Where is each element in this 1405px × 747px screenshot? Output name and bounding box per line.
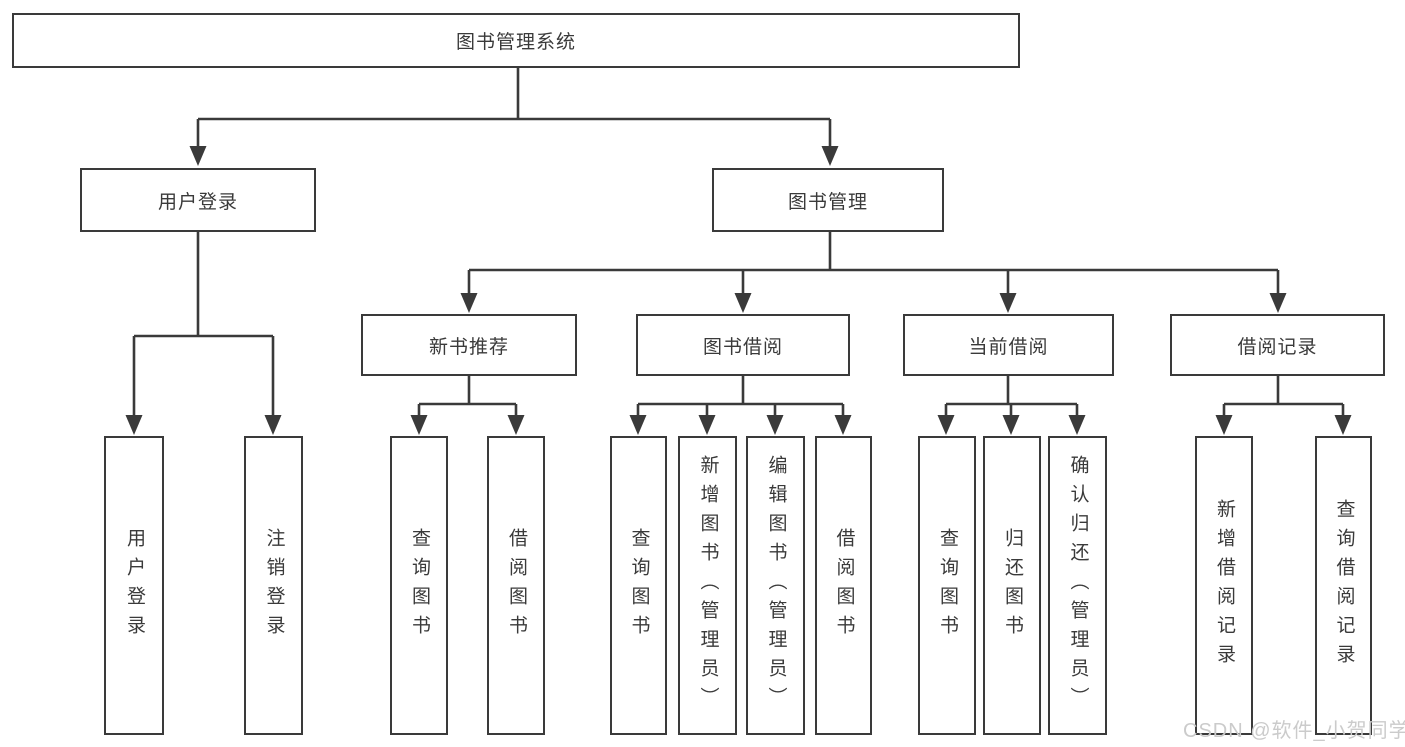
node-leaf-query-books-current: 查询图书 bbox=[918, 436, 976, 735]
node-leaf-add-borrow-record: 新增借阅记录 bbox=[1195, 436, 1253, 735]
node-leaf-edit-books-admin-label: 编辑图书（管理员） bbox=[765, 455, 787, 716]
node-user-login-module-label: 用户登录 bbox=[157, 191, 238, 213]
arrowheads bbox=[125, 146, 1352, 435]
node-leaf-add-books-admin-label: 新增图书（管理员） bbox=[697, 455, 719, 716]
node-leaf-query-books-current-label: 查询图书 bbox=[936, 527, 958, 644]
node-leaf-confirm-return-admin-label: 确认归还（管理员） bbox=[1067, 455, 1089, 716]
node-user-login-module: 用户登录 bbox=[80, 168, 316, 232]
node-leaf-borrow-books-label: 借阅图书 bbox=[833, 527, 855, 644]
node-leaf-user-login: 用户登录 bbox=[104, 436, 164, 735]
node-leaf-query-books-borrow: 查询图书 bbox=[610, 436, 667, 735]
csdn-watermark: CSDN @软件_小贺同学 bbox=[1183, 720, 1405, 742]
node-leaf-confirm-return-admin: 确认归还（管理员） bbox=[1048, 436, 1107, 735]
node-library-system: 图书管理系统 bbox=[12, 13, 1020, 68]
node-current-borrowing-label: 当前借阅 bbox=[968, 336, 1049, 358]
node-leaf-add-books-admin: 新增图书（管理员） bbox=[678, 436, 737, 735]
node-leaf-borrow-books-recommend-label: 借阅图书 bbox=[505, 527, 527, 644]
node-leaf-user-login-label: 用户登录 bbox=[123, 527, 145, 644]
node-leaf-query-books-borrow-label: 查询图书 bbox=[628, 527, 650, 644]
node-book-borrowing: 图书借阅 bbox=[636, 314, 850, 376]
node-borrowing-records-label: 借阅记录 bbox=[1237, 336, 1318, 358]
node-book-management-label: 图书管理 bbox=[787, 191, 868, 213]
node-leaf-return-books-label: 归还图书 bbox=[1001, 527, 1023, 644]
node-current-borrowing: 当前借阅 bbox=[903, 314, 1114, 376]
node-book-borrowing-label: 图书借阅 bbox=[702, 336, 783, 358]
node-leaf-query-borrow-record-label: 查询借阅记录 bbox=[1333, 498, 1355, 673]
node-leaf-query-books-recommend-label: 查询图书 bbox=[408, 527, 430, 644]
node-book-management: 图书管理 bbox=[712, 168, 944, 232]
node-leaf-query-books-recommend: 查询图书 bbox=[390, 436, 448, 735]
node-leaf-add-borrow-record-label: 新增借阅记录 bbox=[1213, 498, 1235, 673]
node-library-system-label: 图书管理系统 bbox=[455, 32, 576, 53]
node-leaf-logout-label: 注销登录 bbox=[263, 527, 285, 644]
node-leaf-return-books: 归还图书 bbox=[983, 436, 1041, 735]
node-borrowing-records: 借阅记录 bbox=[1170, 314, 1385, 376]
node-leaf-borrow-books: 借阅图书 bbox=[815, 436, 872, 735]
node-leaf-edit-books-admin: 编辑图书（管理员） bbox=[746, 436, 805, 735]
node-leaf-borrow-books-recommend: 借阅图书 bbox=[487, 436, 545, 735]
node-new-book-recommendation-label: 新书推荐 bbox=[428, 336, 509, 358]
node-new-book-recommendation: 新书推荐 bbox=[361, 314, 577, 376]
node-leaf-query-borrow-record: 查询借阅记录 bbox=[1315, 436, 1372, 735]
node-leaf-logout: 注销登录 bbox=[244, 436, 303, 735]
